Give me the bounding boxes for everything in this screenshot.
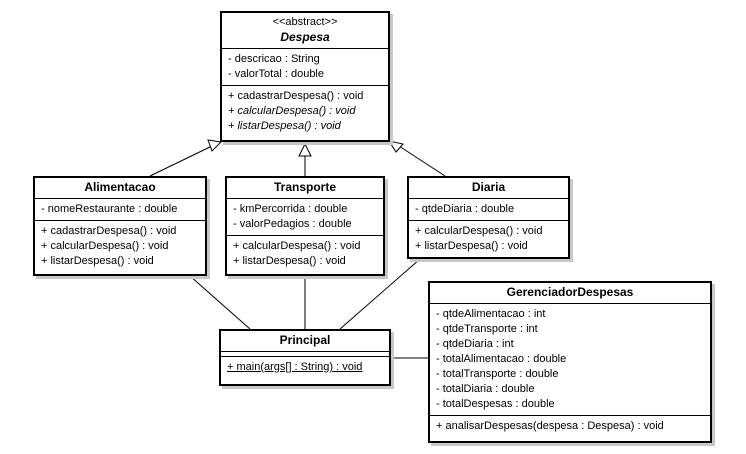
method: + calcularDespesa() : void [233, 240, 361, 252]
methods-section: + main(args[] : String) : void [221, 356, 389, 378]
inheritance-arrowhead-diaria [387, 140, 404, 153]
inheritance-arrowhead-alimentacao [207, 139, 223, 152]
method: + listarDespesa() : void [415, 240, 528, 252]
attribute: - valorTotal : double [228, 68, 324, 80]
method: + cadastrarDespesa() : void [41, 225, 177, 237]
attribute: - totalDiaria : double [436, 383, 535, 395]
attribute: - totalAlimentacao : double [436, 353, 567, 365]
method: + listarDespesa() : void [41, 255, 154, 267]
attributes-section [221, 351, 389, 356]
abstract-method: + listarDespesa() : void [228, 120, 341, 132]
attribute: - qtdeDiaria : int [436, 338, 514, 350]
generalization-alimentacao-despesa [149, 145, 213, 177]
class-diaria: Diaria - qtdeDiaria : double + calcularD… [407, 176, 570, 259]
class-name: Despesa [280, 30, 330, 44]
attributes-section: - qtdeDiaria : double [409, 198, 568, 220]
methods-section: + analisarDespesas(despesa : Despesa) : … [430, 415, 710, 437]
methods-section: + cadastrarDespesa() : void + calcularDe… [222, 85, 388, 137]
class-name: Transporte [273, 180, 336, 194]
attributes-section: - descricao : String - valorTotal : doub… [222, 48, 388, 85]
abstract-method: + calcularDespesa() : void [228, 105, 356, 117]
attribute: - descricao : String [228, 53, 320, 65]
association-alimentacao-principal [189, 275, 251, 330]
attribute: - qtdeDiaria : double [415, 203, 515, 215]
method: + cadastrarDespesa() : void [228, 90, 364, 102]
class-principal: Principal + main(args[] : String) : void [219, 329, 391, 386]
method: + listarDespesa() : void [233, 255, 346, 267]
class-despesa: <<abstract>> Despesa - descricao : Strin… [220, 11, 390, 142]
static-method: + main(args[] : String) : void [227, 361, 363, 373]
class-name: Diaria [471, 180, 506, 194]
attribute: - totalTransporte : double [436, 368, 559, 380]
attribute: - nomeRestaurante : double [41, 203, 178, 215]
inheritance-arrowhead-transporte [298, 142, 312, 157]
class-transporte: Transporte - kmPercorrida : double - val… [225, 176, 385, 276]
class-alimentacao: Alimentacao - nomeRestaurante : double +… [33, 176, 207, 276]
methods-section: + calcularDespesa() : void + listarDespe… [409, 220, 568, 257]
attributes-section: - qtdeAlimentacao : int - qtdeTransporte… [430, 303, 710, 415]
association-diaria-principal [339, 258, 421, 330]
class-gerenciador-despesas: GerenciadorDespesas - qtdeAlimentacao : … [428, 281, 712, 443]
method: + analisarDespesas(despesa : Despesa) : … [436, 420, 664, 432]
methods-section: + calcularDespesa() : void + listarDespe… [227, 235, 383, 272]
method: + calcularDespesa() : void [415, 225, 543, 237]
class-name: Principal [279, 333, 331, 347]
class-name: GerenciadorDespesas [506, 285, 634, 299]
attribute: - totalDespesas : double [436, 398, 555, 410]
generalization-diaria-despesa [398, 145, 446, 177]
attribute: - valorPedagios : double [233, 218, 352, 230]
method: + calcularDespesa() : void [41, 240, 169, 252]
class-name: Alimentacao [84, 180, 156, 194]
attribute: - qtdeTransporte : int [436, 323, 538, 335]
attributes-section: - kmPercorrida : double - valorPedagios … [227, 198, 383, 235]
methods-section: + cadastrarDespesa() : void + calcularDe… [35, 220, 205, 272]
attribute: - kmPercorrida : double [233, 203, 348, 215]
attribute: - qtdeAlimentacao : int [436, 308, 546, 320]
attributes-section: - nomeRestaurante : double [35, 198, 205, 220]
class-stereotype: <<abstract>> [272, 16, 338, 28]
